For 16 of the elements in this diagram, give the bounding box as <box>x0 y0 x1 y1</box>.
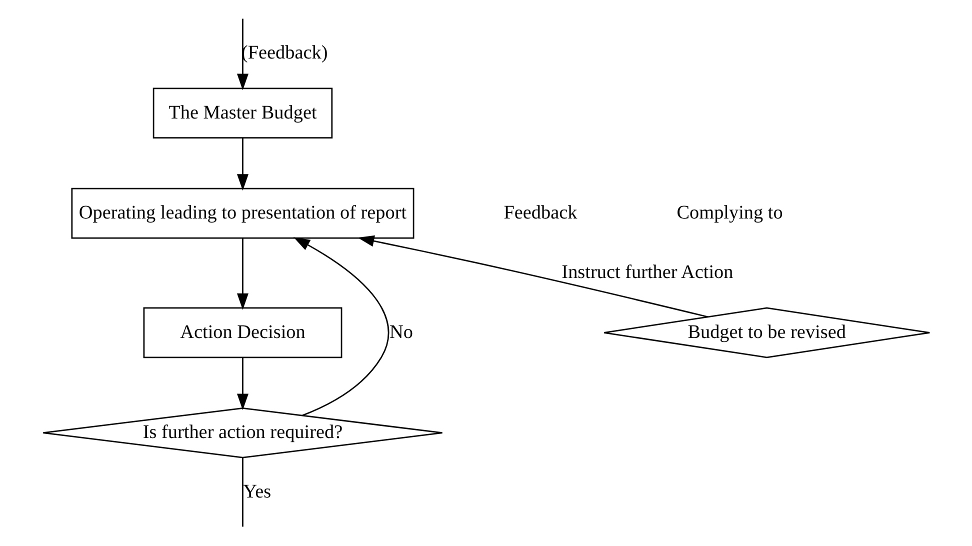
arrow <box>292 237 389 416</box>
node-diamond: Budget to be revised <box>602 307 930 358</box>
arrow <box>236 18 248 90</box>
arrow <box>236 358 248 410</box>
label: Complying to <box>676 202 782 224</box>
arrow <box>236 138 248 191</box>
label: Feedback <box>503 202 577 224</box>
arrow <box>357 235 708 318</box>
edge-label: Instruct further Action <box>561 262 733 284</box>
node-box: Action Decision <box>142 307 342 358</box>
node-box: The Master Budget <box>152 88 332 139</box>
edge-label: No <box>388 322 412 343</box>
node-diamond: Is further action required? <box>42 407 442 458</box>
arrow <box>236 238 248 310</box>
connector <box>242 458 243 527</box>
node-box: Operating leading to presentation of report <box>70 188 414 239</box>
